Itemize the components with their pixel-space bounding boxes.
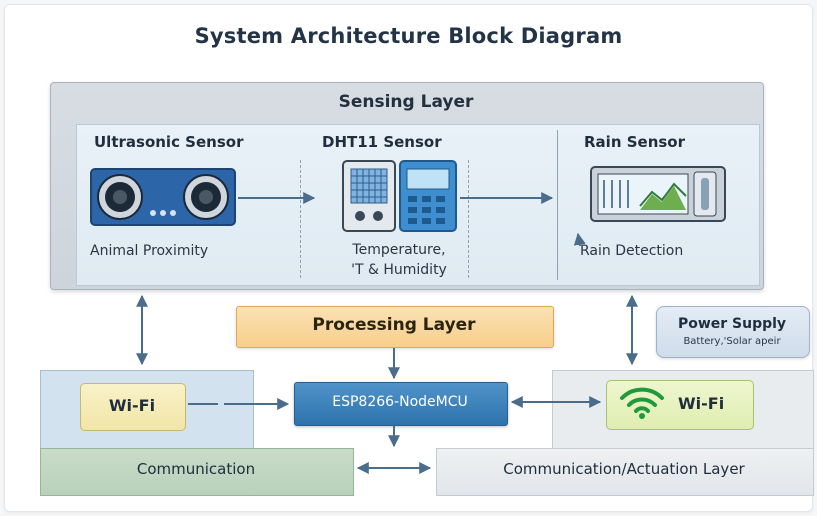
sensor-divider-1 (300, 160, 301, 278)
power-supply-subtitle: Battery,'Solar apeir (683, 336, 781, 347)
dht11-sensor-title: DHT11 Sensor (322, 133, 442, 151)
communication-left-label: Communication (136, 460, 256, 478)
communication-right-bar (436, 448, 814, 496)
sensor-divider-3 (557, 130, 558, 280)
ultrasonic-sensor-description: Animal Proximity (90, 243, 209, 259)
rain-sensor-title: Rain Sensor (584, 133, 686, 151)
rain-sensor-description: Rain Detection (580, 243, 684, 259)
ultrasonic-sensor-title: Ultrasonic Sensor (94, 133, 244, 151)
dht11-sensor-description-line2: 'T & Humidity (351, 262, 447, 278)
power-supply-box (656, 306, 810, 358)
power-supply-title: Power Supply (677, 316, 787, 332)
communication-left-bar (40, 448, 354, 496)
ultrasonic-sensor-icon (90, 168, 236, 230)
esp8266-box (294, 382, 508, 426)
dht11-sensor-description-line1: Temperature, (352, 242, 446, 258)
processing-layer-title: Processing Layer (312, 315, 476, 335)
sensor-divider-2 (468, 160, 469, 278)
rain-sensor-icon (590, 166, 726, 226)
wifi-icon (618, 386, 666, 424)
diagram-title: System Architecture Block Diagram (194, 24, 623, 48)
processing-layer-box (236, 306, 554, 348)
wifi-left-label: Wi-Fi (108, 396, 156, 415)
esp8266-label: ESP8266-NodeMCU (332, 394, 468, 410)
arrow-rain-detection (573, 232, 586, 247)
wifi-left-box (80, 383, 186, 431)
wifi-right-label: Wi-Fi (678, 394, 725, 413)
communication-actuation-label: Communication/Actuation Layer (503, 460, 745, 478)
dht11-sensor-icon (342, 160, 458, 236)
sensing-layer-title: Sensing Layer (338, 92, 474, 112)
